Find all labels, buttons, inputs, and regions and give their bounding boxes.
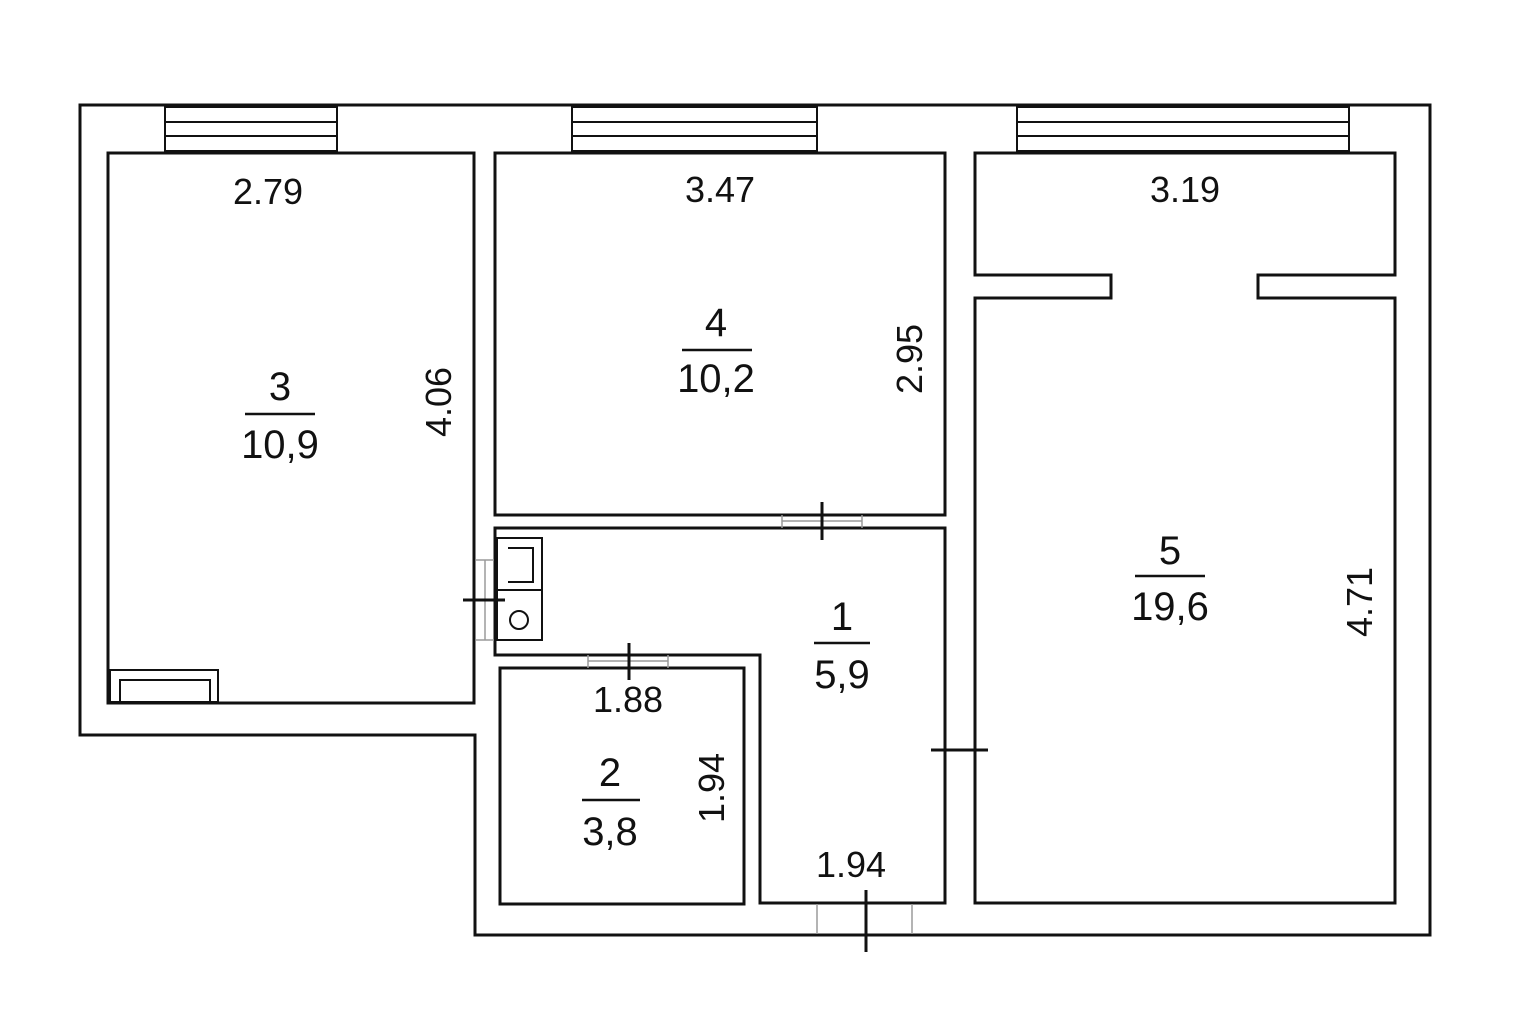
room-3-area: 10,9: [241, 423, 319, 467]
outer-wall: [78, 103, 1432, 937]
room-1-width: 1.94: [816, 844, 886, 885]
room-2-length: 1.94: [691, 753, 732, 823]
room-1-area: 5,9: [814, 653, 870, 697]
room-5-number: 5: [1159, 529, 1181, 573]
room-4-length: 2.95: [889, 324, 930, 394]
room-3-number: 3: [269, 365, 291, 409]
room-5-length: 4.71: [1339, 567, 1380, 637]
room-5-niche-outline: [973, 151, 1397, 905]
window-room-4: [571, 106, 818, 152]
radiator: [109, 669, 219, 703]
room-2-area: 3,8: [582, 810, 638, 854]
room-5-width: 3.19: [1150, 169, 1220, 210]
door-hatch-entrance: [816, 904, 913, 934]
room-4-width: 3.47: [685, 169, 755, 210]
room-3-outline: [106, 151, 476, 705]
room-2-number: 2: [599, 751, 621, 795]
room-1-outline: [493, 526, 947, 905]
room-3-width: 2.79: [233, 171, 303, 212]
room-2-width: 1.88: [593, 679, 663, 720]
window-room-3: [164, 106, 338, 152]
room-4-outline: [493, 151, 947, 517]
room-4-number: 4: [705, 301, 727, 345]
window-room-5: [1016, 106, 1350, 152]
room-3-length: 4.06: [418, 367, 459, 437]
room-1-number: 1: [831, 595, 853, 639]
stove: [496, 537, 543, 641]
room-5-area: 19,6: [1131, 585, 1209, 629]
room-4-area: 10,2: [677, 357, 755, 401]
room-2-outline: [498, 666, 746, 906]
